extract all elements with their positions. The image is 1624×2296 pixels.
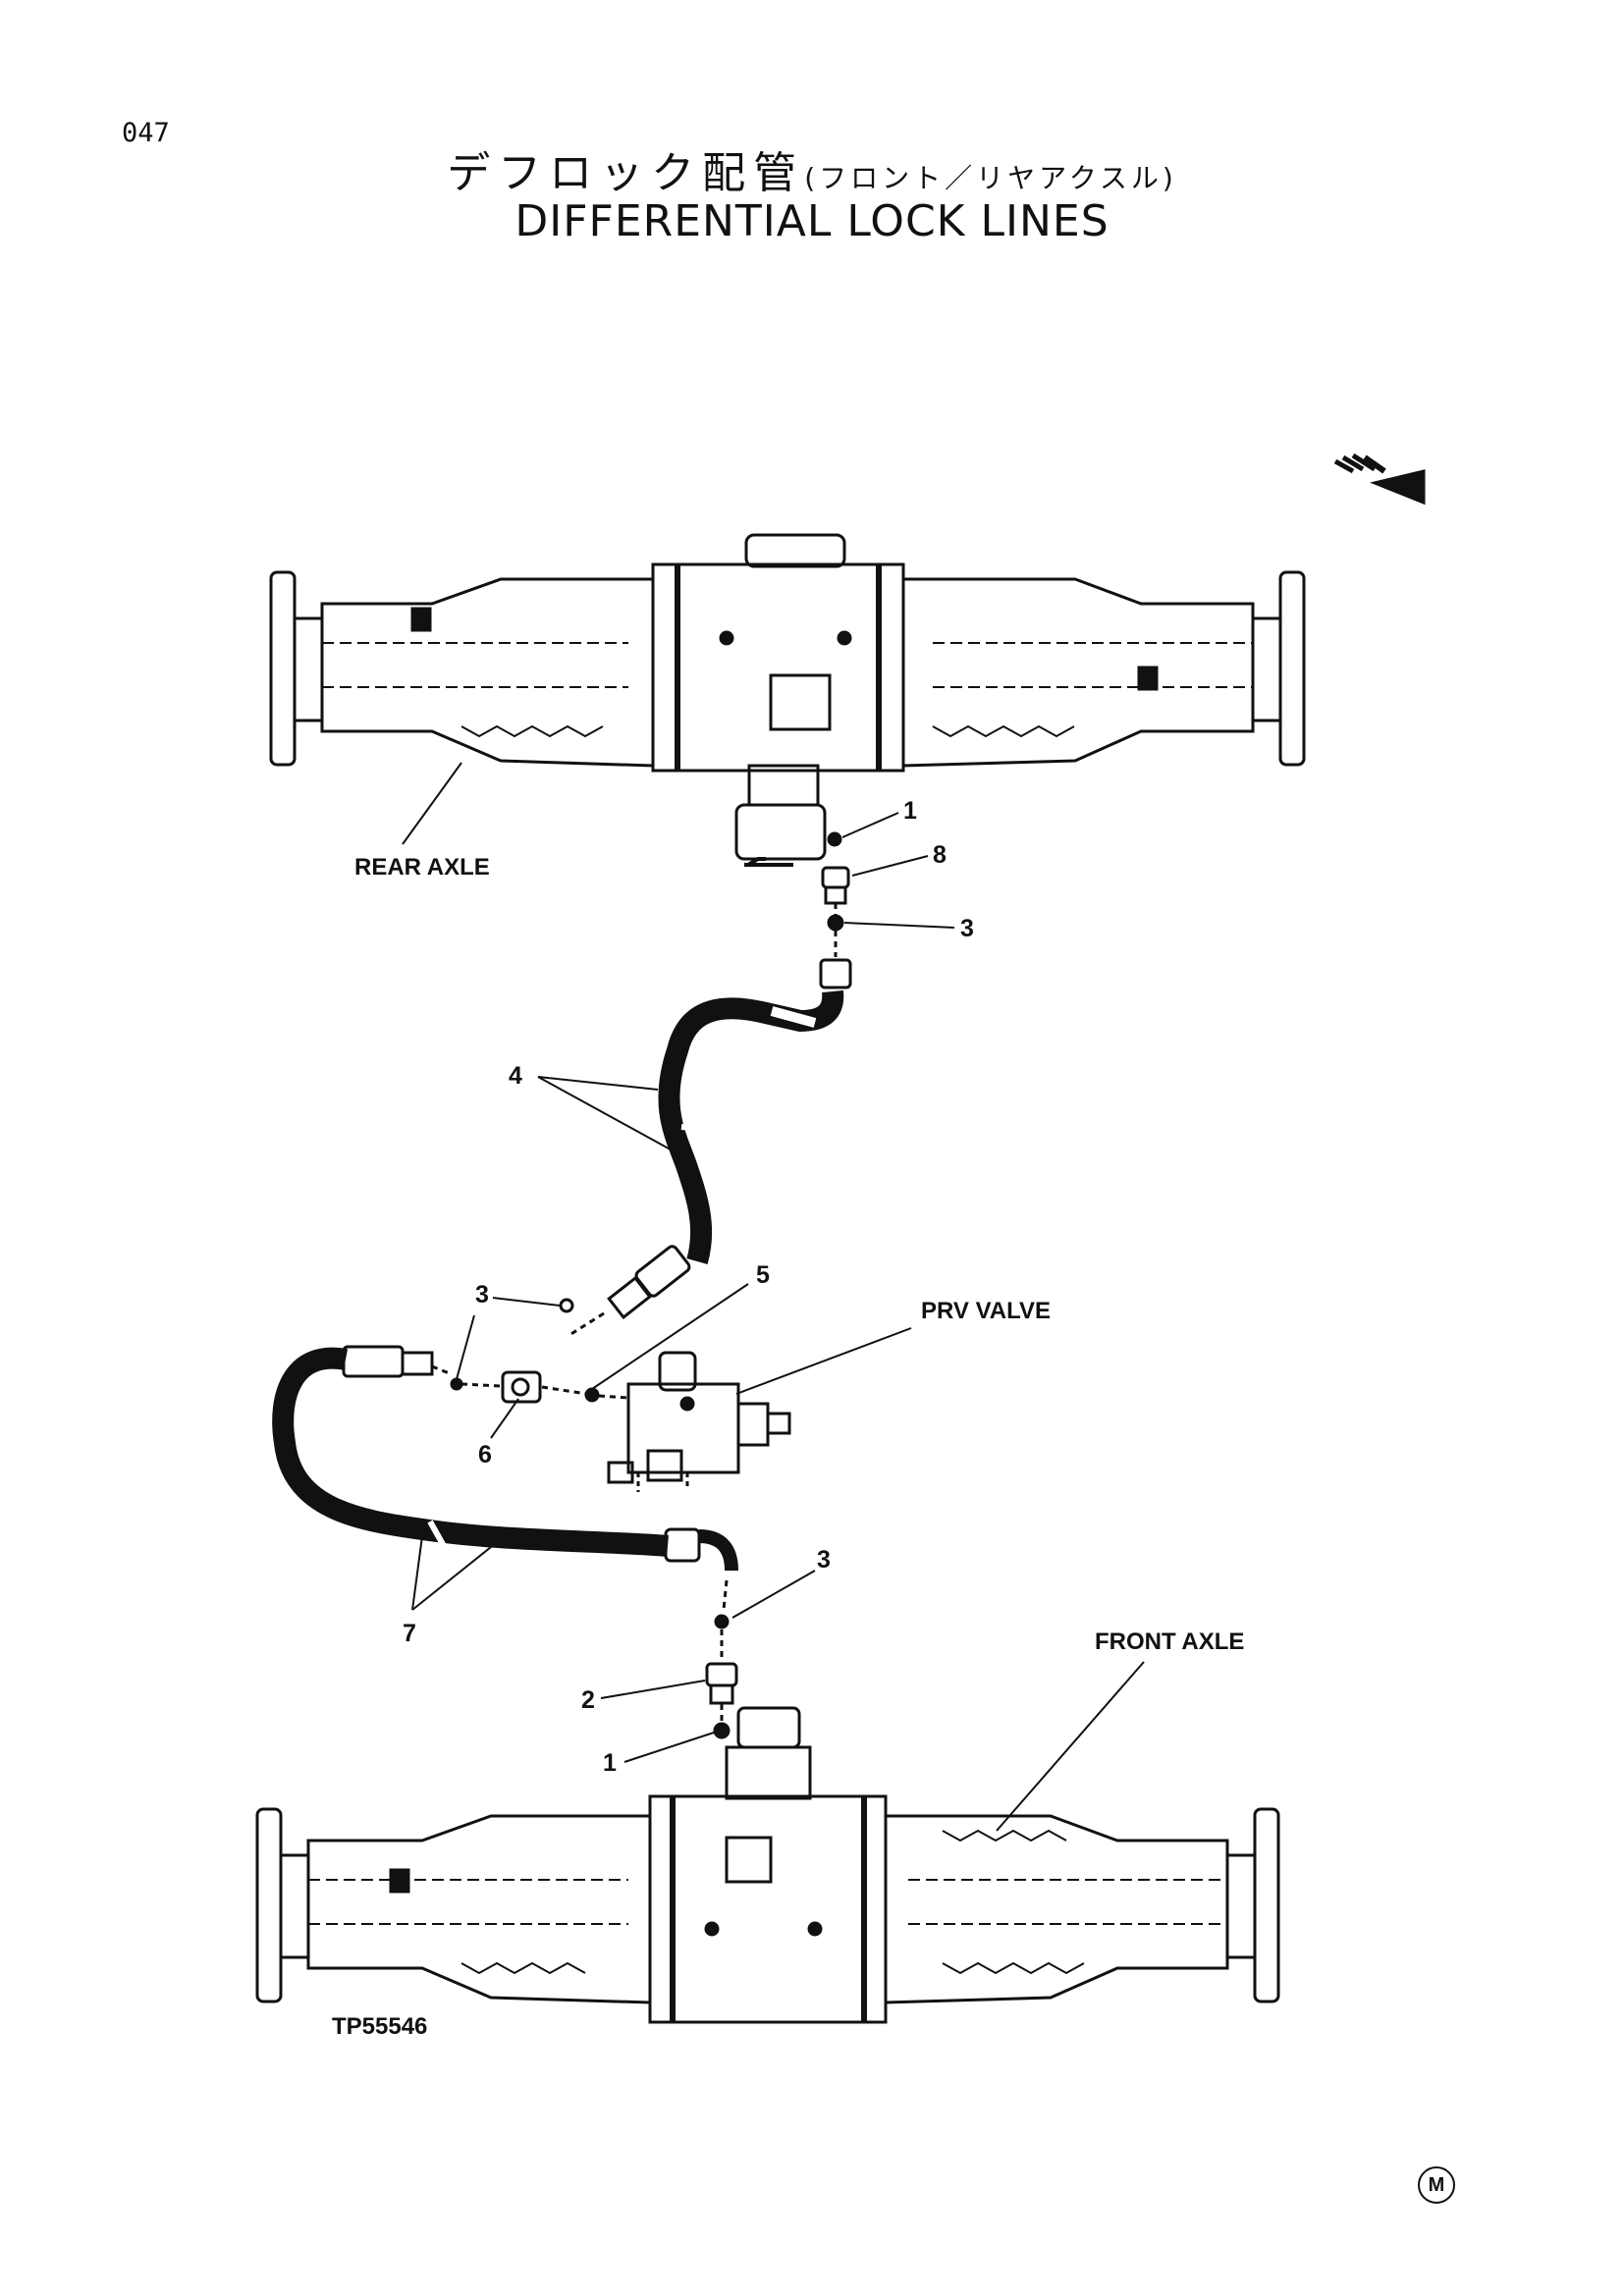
front-axle-leader [996,1661,1145,1832]
middle-fittings [450,1298,629,1404]
title-japanese-main: デフロック配管 [447,148,805,198]
title-japanese: デフロック配管(フロント／リヤアクスル) [0,137,1624,200]
callout-5: 5 [756,1261,770,1289]
callout-3-low: 3 [817,1546,831,1574]
prv-valve-label: PRV VALVE [921,1298,1052,1324]
title-japanese-sub: (フロント／リヤアクスル) [804,162,1177,194]
front-axle-drawing [255,1706,1280,2024]
registered-mark-icon: M [1418,2166,1455,2204]
rear-axle-leader [402,762,462,845]
prv-leader [735,1327,912,1395]
title-english: DIFFERENTIAL LOCK LINES [514,196,1110,246]
rear-axle-label: REAR AXLE [354,854,490,881]
direction-arrow-icon [1333,453,1426,506]
hose-4 [568,989,844,1337]
prv-valve-drawing [607,1351,791,1492]
top-fittings [819,831,852,989]
top-leaders [841,812,955,929]
page-number: 047 [122,118,170,148]
rear-axle-drawing [269,533,1306,867]
callout-1-top: 1 [903,797,917,825]
middle-leaders [456,1283,749,1439]
hose-4-leaders [537,1076,678,1154]
callout-4: 4 [509,1062,522,1090]
bottom-leaders [600,1570,816,1763]
callout-8: 8 [933,841,947,869]
hose-7 [272,1345,738,1611]
hose-7-leaders [411,1530,512,1611]
callout-7: 7 [403,1620,416,1647]
front-axle-label: FRONT AXLE [1095,1629,1245,1655]
figure-id: TP55546 [332,2013,428,2040]
callout-6: 6 [478,1441,492,1468]
bottom-fittings [705,1614,738,1739]
callout-3-mid: 3 [475,1281,489,1308]
callout-2: 2 [581,1686,595,1714]
callout-3-top: 3 [960,915,974,942]
callout-1-bottom: 1 [603,1749,617,1777]
